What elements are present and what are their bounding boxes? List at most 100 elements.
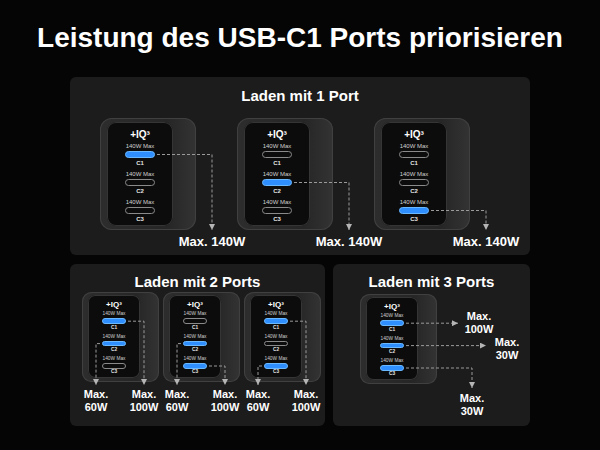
port-rating: 140W Max [366,358,419,364]
port-rating: 140W Max [169,311,222,317]
charger-housing: +IQ³140W MaxC1140W MaxC2140W MaxC3 [360,294,437,384]
port-name: C1 [250,325,303,331]
leader-line [406,323,458,324]
brand-logo: +IQ³ [88,299,141,311]
port-rating: 140W Max [107,142,173,150]
brand-logo: +IQ³ [381,127,447,142]
port-name: C2 [88,347,141,353]
charger-housing: +IQ³140W MaxC1140W MaxC2140W MaxC3 [244,292,321,382]
usb-c-port [380,343,404,349]
leader-line [406,368,472,388]
port-name: C3 [366,371,419,377]
leader-line [209,366,225,385]
port-rating: 140W Max [244,170,310,178]
port-name: C2 [169,347,222,353]
usb-c-port [102,363,126,369]
port-name: C3 [250,369,303,375]
leader-line [294,183,349,231]
usb-c-port [380,365,404,371]
port-name: C1 [244,159,310,167]
usb-c-port [102,341,126,347]
leader-line [128,321,144,385]
port-name: C3 [88,369,141,375]
usb-c-port [102,318,126,324]
power-label: Max. 100W [290,388,322,414]
charger-housing: +IQ³140W MaxC1140W MaxC2140W MaxC3 [237,118,333,230]
power-label: Max. 30W [455,392,489,418]
usb-c-port [399,151,429,158]
port-rating: 140W Max [381,198,447,206]
port-name: C3 [169,369,222,375]
port-name: C2 [250,347,303,353]
port-rating: 140W Max [169,356,222,362]
port-rating: 140W Max [250,334,303,340]
usb-c-port [183,341,207,347]
port-rating: 140W Max [250,356,303,362]
usb-c-port [183,363,207,369]
brand-logo: +IQ³ [244,127,310,142]
port-rating: 140W Max [169,334,222,340]
panel-heading: Laden mit 3 Ports [333,272,530,291]
port-rating: 140W Max [366,336,419,342]
power-label: Max. 140W [316,234,382,249]
usb-c-port [125,207,155,214]
port-rating: 140W Max [107,198,173,206]
charger-housing: +IQ³140W MaxC1140W MaxC2140W MaxC3 [163,292,240,382]
panel-heading: Laden mit 2 Ports [70,272,325,291]
power-label: Max. 100W [209,388,241,414]
panel: Laden mit 2 Ports+IQ³140W MaxC1140W MaxC… [70,264,325,426]
port-rating: 140W Max [366,313,419,319]
port-rating: 140W Max [381,170,447,178]
port-name: C2 [107,187,173,195]
port-name: C1 [107,159,173,167]
brand-logo: +IQ³ [250,299,303,311]
leader-line [157,155,212,231]
panel: Laden mit 1 Port+IQ³140W MaxC1140W MaxC2… [70,77,530,255]
title: Leistung des USB-C1 Ports priorisieren [0,20,600,56]
leader-line [258,366,262,385]
leader-line [177,344,181,385]
brand-logo: +IQ³ [366,301,419,313]
charger-housing: +IQ³140W MaxC1140W MaxC2140W MaxC3 [82,292,159,382]
port-name: C2 [244,187,310,195]
port-rating: 140W Max [88,334,141,340]
charger-housing: +IQ³140W MaxC1140W MaxC2140W MaxC3 [100,118,196,230]
power-label: Max. 60W [80,388,112,414]
charger-face: +IQ³140W MaxC1140W MaxC2140W MaxC3 [366,297,419,380]
port-rating: 140W Max [88,311,141,317]
usb-c-port [264,341,288,347]
brand-logo: +IQ³ [107,127,173,142]
usb-c-port [125,179,155,186]
usb-c-port [380,320,404,326]
power-label: Max. 100W [462,310,496,336]
usb-c-port [264,363,288,369]
port-rating: 140W Max [107,170,173,178]
charger-face: +IQ³140W MaxC1140W MaxC2140W MaxC3 [244,122,310,226]
usb-c-port [264,318,288,324]
usb-c-port [125,151,155,158]
port-name: C2 [366,349,419,355]
usb-c-port [262,179,292,186]
power-label: Max. 30W [490,336,524,362]
power-label: Max. 60W [242,388,274,414]
power-label: Max. 100W [128,388,160,414]
panel-heading: Laden mit 1 Port [70,86,530,105]
charger-face: +IQ³140W MaxC1140W MaxC2140W MaxC3 [250,295,303,378]
port-name: C3 [244,215,310,223]
power-label: Max. 60W [161,388,193,414]
usb-c-port [262,207,292,214]
usb-c-port [399,179,429,186]
port-rating: 140W Max [244,142,310,150]
port-name: C3 [107,215,173,223]
leader-line [96,344,100,385]
leader-line [290,321,306,385]
port-rating: 140W Max [88,356,141,362]
power-label: Max. 140W [179,234,245,249]
port-name: C1 [88,325,141,331]
port-name: C1 [169,325,222,331]
charger-face: +IQ³140W MaxC1140W MaxC2140W MaxC3 [107,122,173,226]
brand-logo: +IQ³ [169,299,222,311]
usb-c-port [399,207,429,214]
